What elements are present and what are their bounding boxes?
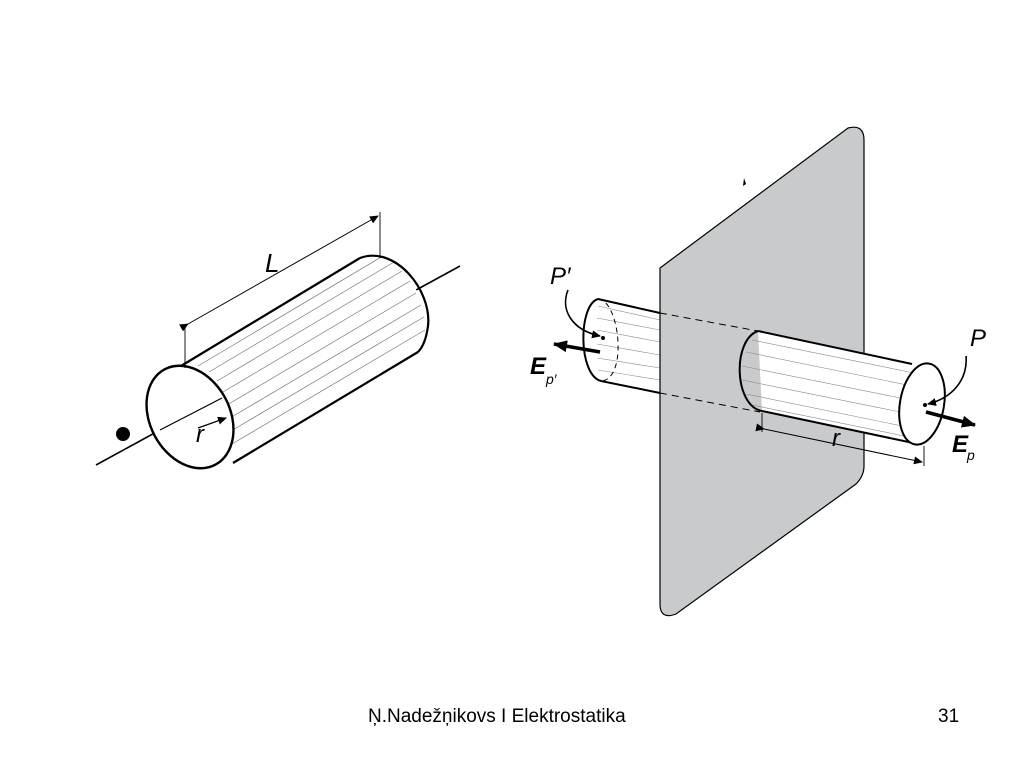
- radius-arrow: [197, 416, 227, 429]
- label-e-right: E: [952, 431, 969, 458]
- radius-label-left: r: [196, 421, 205, 448]
- right-middle-cap: [738, 330, 763, 412]
- p-pointer: [927, 355, 967, 406]
- left-end-cap: [582, 298, 602, 382]
- charge-dot: [116, 427, 130, 441]
- line-charge-cylinder: L r: [95, 212, 461, 470]
- footer-author-title: Ņ.Nadežņikovs I Elektrostatika: [368, 706, 626, 727]
- plane-cylinder: r P′ P E p′ E p: [530, 126, 986, 617]
- page-number: 31: [938, 706, 960, 727]
- point-p: [923, 403, 927, 407]
- field-arrow-right: [925, 410, 976, 428]
- right-radius-dimension: [755, 423, 923, 465]
- label-e-right-sub: p: [966, 447, 975, 463]
- label-p: P: [970, 325, 986, 352]
- length-dimension-arrow: [179, 215, 379, 332]
- p-prime-pointer: [564, 289, 601, 339]
- point-p-prime: [601, 336, 605, 340]
- label-e-left: E: [530, 353, 547, 380]
- small-mark: [743, 178, 746, 186]
- radius-label-right: r: [832, 425, 841, 452]
- length-label: L: [265, 248, 279, 278]
- field-arrow-left: [553, 340, 601, 354]
- label-e-left-sub: p′: [545, 371, 558, 387]
- cylinder-front-face: [145, 364, 235, 470]
- label-p-prime: P′: [550, 263, 572, 290]
